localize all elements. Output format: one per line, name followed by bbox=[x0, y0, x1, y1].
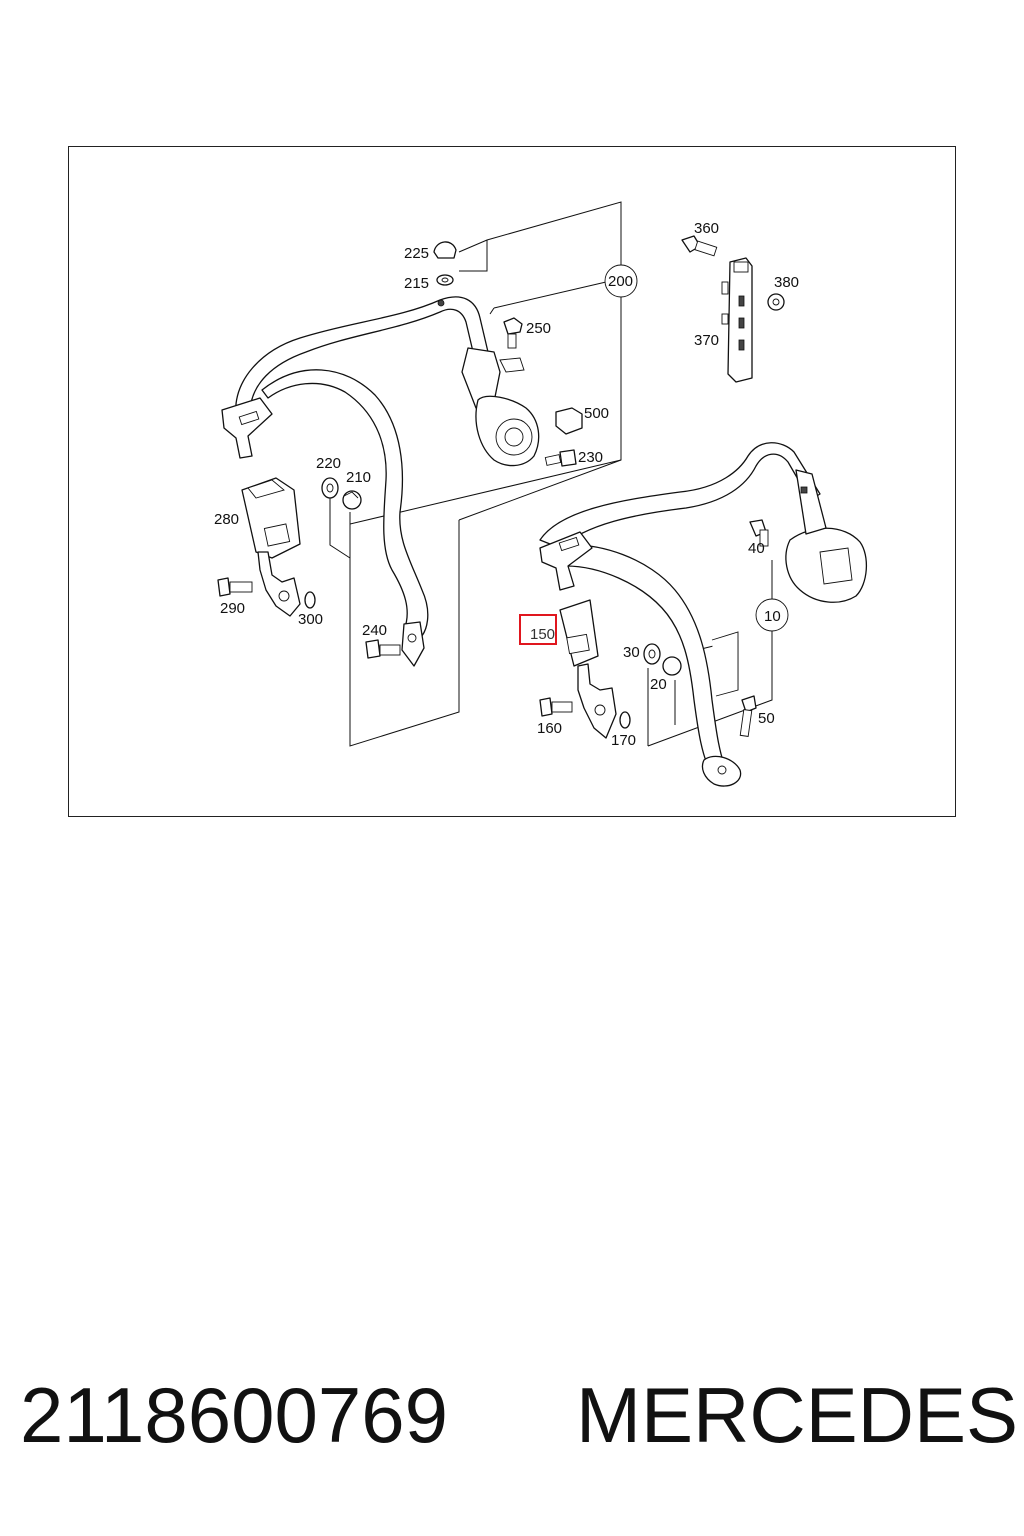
part-number: 2118600769 bbox=[20, 1371, 449, 1459]
bracket-370 bbox=[681, 235, 785, 383]
bolt-360-icon bbox=[681, 235, 718, 257]
label-40: 40 bbox=[748, 540, 765, 557]
label-250: 250 bbox=[526, 320, 551, 337]
bolt-230-icon bbox=[544, 449, 577, 467]
label-150: 150 bbox=[530, 626, 555, 643]
label-290: 290 bbox=[220, 600, 245, 617]
label-280: 280 bbox=[214, 511, 239, 528]
label-10: 10 bbox=[764, 608, 781, 625]
label-170: 170 bbox=[611, 732, 636, 749]
bolt-40-icon bbox=[749, 519, 769, 547]
label-200: 200 bbox=[608, 273, 633, 290]
part-labels: 225 215 200 250 500 230 220 210 280 290 … bbox=[214, 220, 799, 749]
footer-caption: 2118600769 MERCEDES bbox=[20, 1370, 1018, 1470]
label-500: 500 bbox=[584, 405, 609, 422]
bolt-50-icon bbox=[739, 695, 757, 737]
callout-circle-200 bbox=[604, 264, 638, 298]
left-buckle-280 bbox=[217, 477, 425, 667]
diagram-frame bbox=[68, 146, 956, 817]
label-300: 300 bbox=[298, 611, 323, 628]
callout-circle-10 bbox=[755, 598, 789, 632]
label-220: 220 bbox=[316, 455, 341, 472]
label-225: 225 bbox=[404, 245, 429, 262]
label-160: 160 bbox=[537, 720, 562, 737]
bolt-250-icon bbox=[503, 317, 523, 349]
left-belt-assembly bbox=[221, 241, 583, 641]
label-360: 360 bbox=[694, 220, 719, 237]
nut-380-icon bbox=[767, 293, 785, 311]
label-30: 30 bbox=[623, 644, 640, 661]
highlight-box-150 bbox=[519, 614, 557, 645]
parts-diagram: 225 215 200 250 500 230 220 210 280 290 … bbox=[214, 201, 867, 787]
label-370: 370 bbox=[694, 332, 719, 349]
right-belt-assembly bbox=[539, 442, 867, 787]
bolt-160-icon bbox=[539, 697, 573, 717]
label-230: 230 bbox=[578, 449, 603, 466]
label-380: 380 bbox=[774, 274, 799, 291]
label-240: 240 bbox=[362, 622, 387, 639]
label-215: 215 bbox=[404, 275, 429, 292]
bolt-290-icon bbox=[217, 577, 253, 597]
right-buckle-150 bbox=[539, 599, 757, 739]
label-20: 20 bbox=[650, 676, 667, 693]
brand-name: MERCEDES bbox=[576, 1371, 1019, 1459]
label-210: 210 bbox=[346, 469, 371, 486]
bolt-240-icon bbox=[365, 639, 401, 659]
label-50: 50 bbox=[758, 710, 775, 727]
